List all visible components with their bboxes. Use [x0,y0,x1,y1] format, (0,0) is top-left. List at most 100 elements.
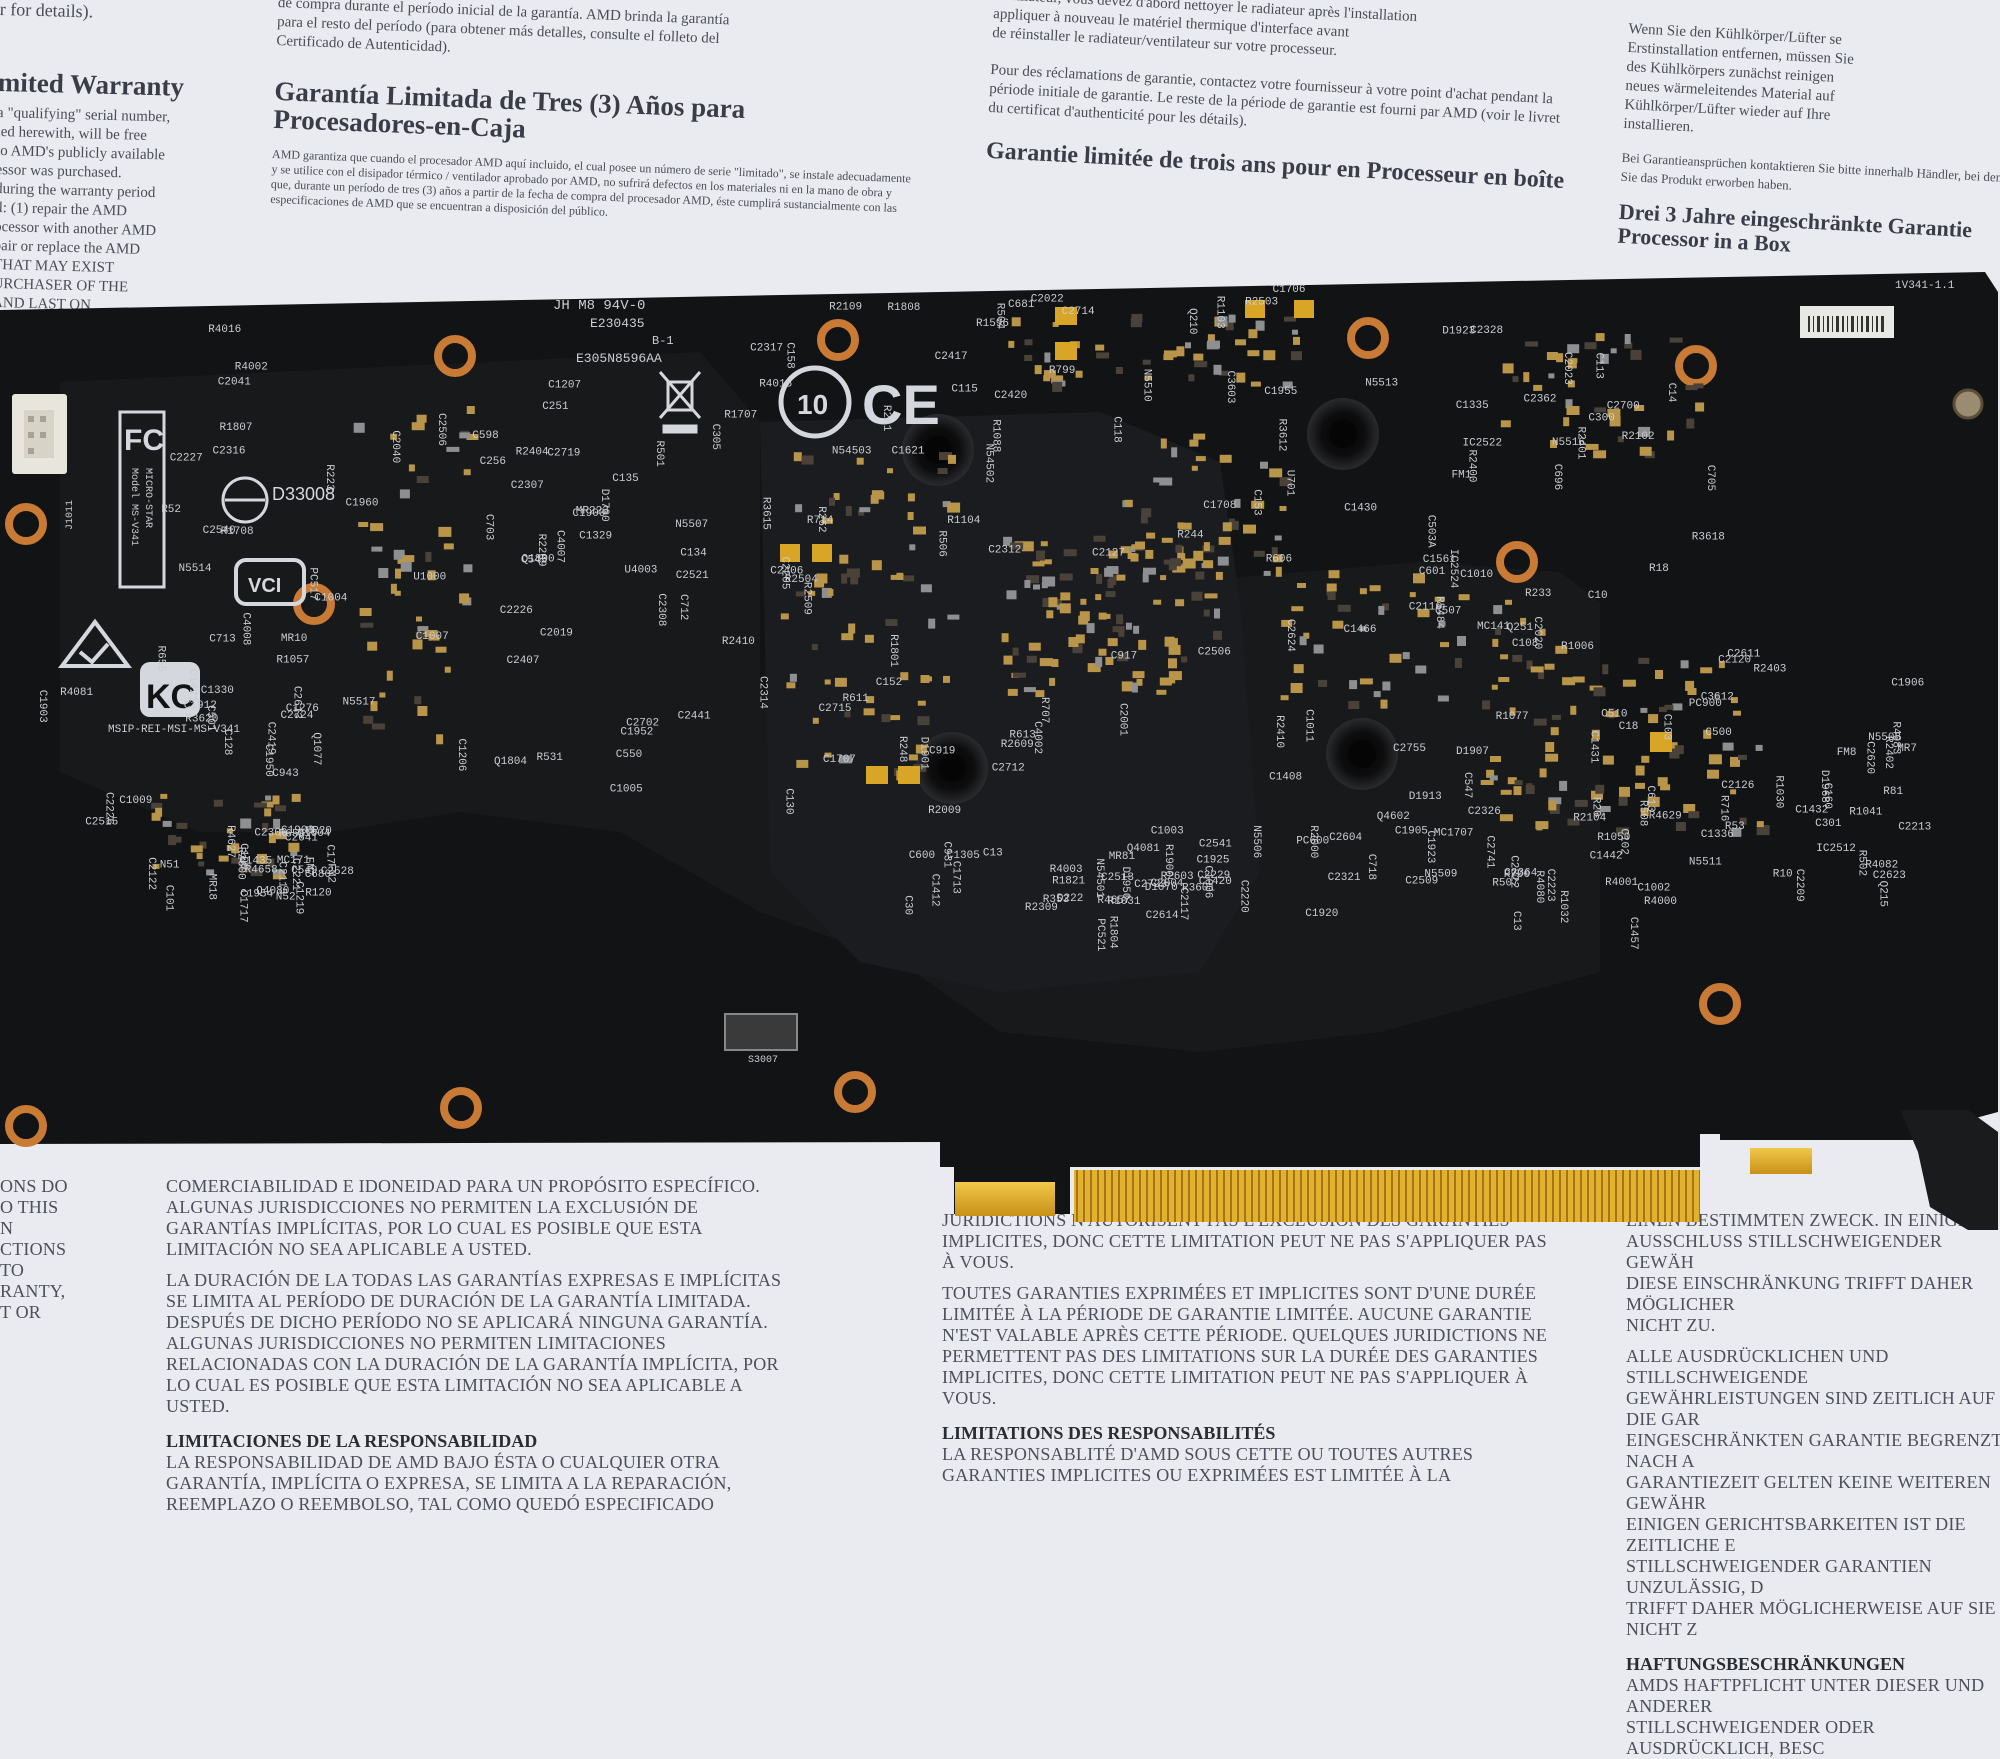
smd-part [1672,703,1683,711]
component-designator: PC600 [1296,836,1329,848]
component-designator: R120 [305,887,331,899]
smd-part [1059,573,1073,581]
component-designator: MR10 [281,633,307,645]
smd-part [1313,644,1324,654]
doc-line: STILLSCHWEIGENDER ODER AUSDRÜCKLICH, BES… [1626,1717,1875,1758]
smd-part [1042,598,1049,607]
smd-part [359,608,372,616]
smd-part [275,831,287,840]
fcc-model-text: Model MS-V341 [128,468,140,546]
smd-part [425,551,432,562]
component-designator: C917 [1111,650,1137,662]
component-designator: R2009 [928,805,961,817]
component-designator: PC521 [1094,918,1106,951]
component-designator: C2309 [254,828,287,840]
component-designator: C705 [1704,465,1716,491]
smd-part [1688,811,1700,819]
smd-part [1618,796,1628,806]
smd-part [1291,351,1302,361]
smd-part [1034,365,1042,375]
component-designator: Q215 [1877,881,1889,907]
smd-part [1189,439,1199,447]
component-designator: R1807 [220,422,253,434]
smd-part [1168,658,1177,669]
smd-part [1409,592,1416,598]
smd-part [1378,605,1385,615]
component-designator: C13 [983,848,1003,860]
smd-part [1021,541,1034,552]
component-designator: N5506 [1250,825,1262,858]
smd-part [1086,623,1095,634]
smd-part [1616,827,1630,836]
smd-part [1193,550,1204,561]
smd-part [1685,385,1698,391]
pcie-finger-right [1750,1148,1812,1174]
smd-part [917,700,926,706]
smd-part [821,517,833,524]
component-designator: R4000 [1644,896,1677,908]
smd-part [1669,748,1680,759]
component-designator: C1920 [1305,908,1338,920]
smd-part [844,711,851,718]
component-designator: C510 [1601,708,1627,720]
component-designator: C1431 [1588,731,1600,764]
component-designator: C2702 [626,717,659,729]
smd-part [463,564,473,573]
doc-spanish-body: AMD garantiza que cuando el procesador A… [270,146,912,219]
smd-part [1440,642,1449,648]
smd-part [1024,580,1031,588]
smd-part [1051,659,1059,667]
smd-part [939,452,952,461]
component-designator: R1808 [887,302,920,314]
component-designator: C2221 [289,858,301,891]
smd-part [1140,515,1148,524]
smd-part [1733,710,1741,716]
doc-german-title: Drei 3 Jahre eingeschränkte Garantie Pro… [1617,198,1973,257]
component-designator: N54502 [983,444,995,484]
smd-part [917,716,930,726]
component-designator: C1009 [119,795,152,807]
doc-french-pre: ventilateur, vous devez d'abord nettoyer… [992,0,1574,73]
smd-part [1562,677,1576,686]
smd-part [1247,350,1260,357]
component-designator: R714 [807,515,834,527]
gpu-mounting-holes [902,398,1398,804]
component-designator: C30 [902,895,914,915]
component-designator: C1561 [1423,554,1456,566]
smd-part [1413,573,1425,584]
ul-file-text: E230435 [590,316,645,331]
smd-part [1142,573,1149,583]
component-designator: R4082 [1865,860,1898,872]
doc-top-french: ventilateur, vous devez d'abord nettoyer… [985,0,1573,194]
smd-part [1624,334,1631,344]
smd-part [370,701,378,712]
component-designator: R655 [154,646,166,672]
component-designator: C2620 [1863,741,1875,774]
component-designator: C301 [1815,818,1842,830]
doc-line: ALLE AUSDRÜCKLICHEN UND STILLSCHWEIGENDE [1626,1346,1889,1387]
smd-part [1218,370,1229,376]
smd-part [1176,346,1185,357]
smd-part [371,546,383,552]
smd-part [1634,405,1645,411]
smd-part [1206,342,1219,350]
smd-part [909,544,916,551]
component-designator: C2509 [1405,876,1438,888]
smd-part [1326,583,1337,592]
smd-part [1217,556,1229,566]
component-designator: C1903 [281,825,314,837]
component-designator: C2641 [285,833,318,845]
smd-part [1130,318,1142,328]
component-designator: C2700 [1607,400,1640,412]
smd-part [1327,592,1336,600]
smd-part [915,744,927,754]
smd-part [1046,610,1054,619]
smd-part [824,679,831,685]
smd-part [1142,359,1151,365]
smd-part [1669,337,1683,343]
smd-part [265,795,272,801]
component-designator: R2400 [1466,450,1478,483]
component-designator: N5509 [1424,868,1457,880]
smd-part [1228,518,1235,525]
